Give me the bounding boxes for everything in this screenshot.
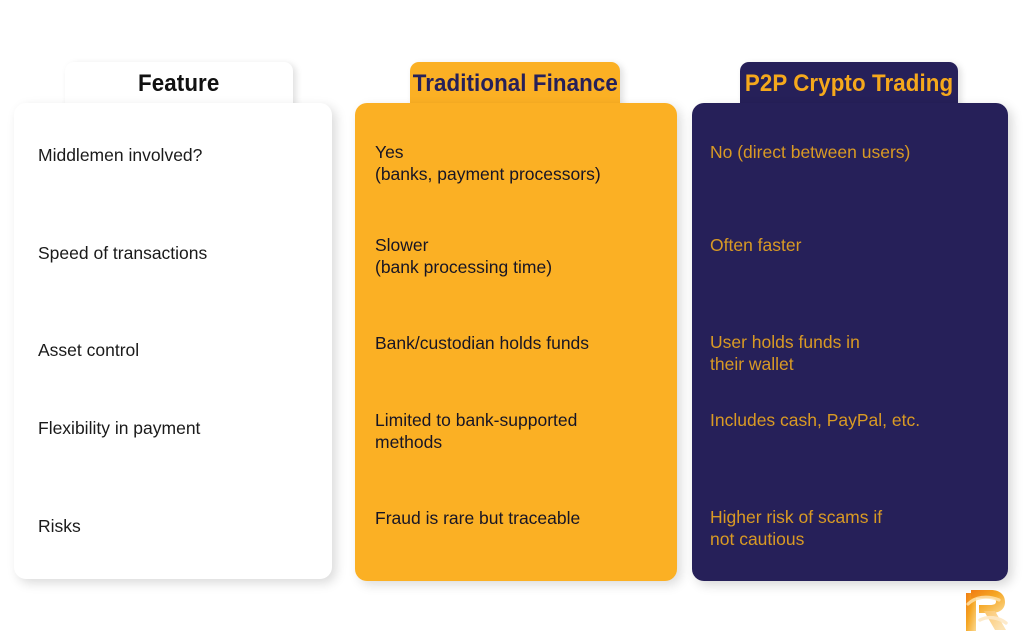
table-cell: User holds funds in their wallet [710, 332, 860, 375]
cell-list-feature: Middlemen involved? Speed of transaction… [14, 103, 332, 579]
table-cell: Yes (banks, payment processors) [375, 142, 601, 185]
column-body-card-feature: Middlemen involved? Speed of transaction… [14, 103, 332, 579]
table-cell: Often faster [710, 235, 802, 255]
table-cell: Bank/custodian holds funds [375, 333, 590, 353]
table-cell: Flexibility in payment [38, 418, 201, 438]
letter-r-monogram-logo-icon [957, 584, 1009, 634]
table-cell: Asset control [38, 340, 140, 360]
column-traditional-finance: Traditional Finance Yes (banks, payment … [348, 0, 688, 640]
column-feature: Feature Middlemen involved? Speed of tra… [0, 0, 348, 640]
column-header-label-feature: Feature [138, 70, 220, 97]
cell-list-traditional-finance: Yes (banks, payment processors) Slower (… [355, 103, 677, 581]
cell-list-p2p-crypto-trading: No (direct between users) Often faster U… [692, 103, 1008, 581]
table-cell: Limited to bank-supported methods [375, 410, 578, 453]
table-cell: No (direct between users) [710, 142, 911, 162]
table-cell: Includes cash, PayPal, etc. [710, 410, 921, 430]
table-cell: Middlemen involved? [38, 145, 203, 165]
column-body-card-p2p-crypto-trading: No (direct between users) Often faster U… [692, 103, 1008, 581]
table-cell: Risks [38, 516, 81, 536]
table-cell: Higher risk of scams if not cautious [710, 507, 883, 550]
column-body-card-traditional-finance: Yes (banks, payment processors) Slower (… [355, 103, 677, 581]
table-cell: Speed of transactions [38, 243, 208, 263]
column-p2p-crypto-trading: P2P Crypto Trading No (direct between us… [688, 0, 1024, 640]
column-header-label-p2p-crypto-trading: P2P Crypto Trading [744, 70, 954, 97]
table-cell: Fraud is rare but traceable [375, 508, 581, 528]
table-cell: Slower (bank processing time) [375, 235, 553, 278]
column-header-label-traditional-finance: Traditional Finance [412, 70, 618, 97]
